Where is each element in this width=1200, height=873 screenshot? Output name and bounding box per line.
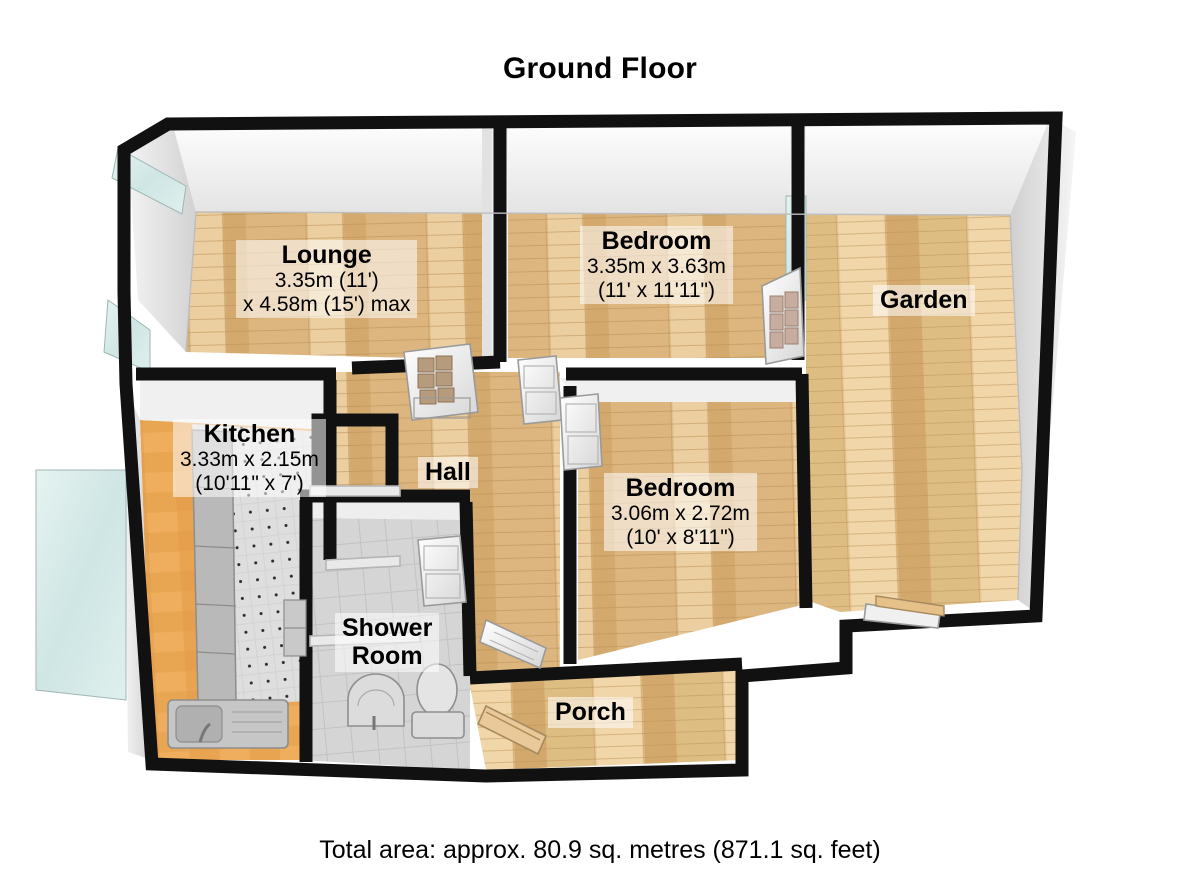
room-label-bedroom-1: Bedroom 3.35m x 3.63m (11' x 11'11")	[580, 226, 733, 305]
room-dim-lounge-1: 3.35m (11')	[274, 269, 379, 292]
room-label-kitchen: Kitchen 3.33m x 2.15m (10'11" x 7')	[173, 419, 326, 498]
room-dim-bedroom-2-1: 3.06m x 2.72m	[611, 502, 750, 525]
door-shower-room	[417, 535, 467, 607]
room-dim-bedroom-2-2: (10' x 8'11")	[626, 525, 735, 549]
room-label-shower-room: Shower Room	[335, 613, 440, 672]
door-lounge	[403, 343, 479, 421]
room-dim-kitchen-1: 3.33m x 2.15m	[180, 448, 319, 471]
total-area-text: Total area: approx. 80.9 sq. metres (871…	[319, 836, 881, 864]
room-name-shower-room-2: Room	[351, 642, 423, 670]
kitchen-sink	[167, 699, 289, 749]
door-kitchen	[479, 618, 547, 670]
door-bedroom-2	[559, 393, 603, 471]
room-name-bedroom-2: Bedroom	[625, 474, 736, 502]
door-front	[476, 704, 548, 756]
room-name-kitchen: Kitchen	[203, 420, 296, 448]
room-name-hall: Hall	[425, 458, 471, 486]
wall-inner-shading	[185, 211, 1023, 601]
door-garden-rear	[863, 595, 945, 629]
room-dim-lounge-2: x 4.58m (15') max	[243, 292, 411, 316]
page-title: Ground Floor	[502, 52, 698, 85]
floor-garden	[806, 215, 1022, 612]
window-kitchen-front	[35, 469, 127, 701]
doors	[403, 266, 945, 756]
kitchen-fixtures	[167, 429, 307, 749]
room-name-lounge: Lounge	[281, 241, 372, 269]
room-name-garden: Garden	[880, 286, 968, 314]
room-name-bedroom-1: Bedroom	[601, 227, 712, 255]
door-bedroom-1	[517, 355, 563, 425]
room-label-bedroom-2: Bedroom 3.06m x 2.72m (10' x 8'11")	[604, 473, 757, 552]
room-label-lounge: Lounge 3.35m (11') x 4.58m (15') max	[236, 240, 418, 319]
room-label-porch: Porch	[548, 697, 633, 728]
door-garden	[761, 266, 805, 365]
room-dim-bedroom-1-1: 3.35m x 3.63m	[587, 255, 726, 278]
room-name-shower-room-1: Shower	[342, 614, 433, 642]
wash-basin	[347, 673, 405, 730]
room-dim-bedroom-1-2: (11' x 11'11")	[597, 278, 715, 302]
room-label-hall: Hall	[418, 457, 478, 488]
room-name-porch: Porch	[555, 698, 626, 726]
wc	[411, 663, 465, 739]
room-dim-kitchen-2: (10'11" x 7')	[195, 471, 304, 495]
room-label-garden: Garden	[873, 285, 975, 316]
window-lounge-front	[111, 147, 187, 215]
